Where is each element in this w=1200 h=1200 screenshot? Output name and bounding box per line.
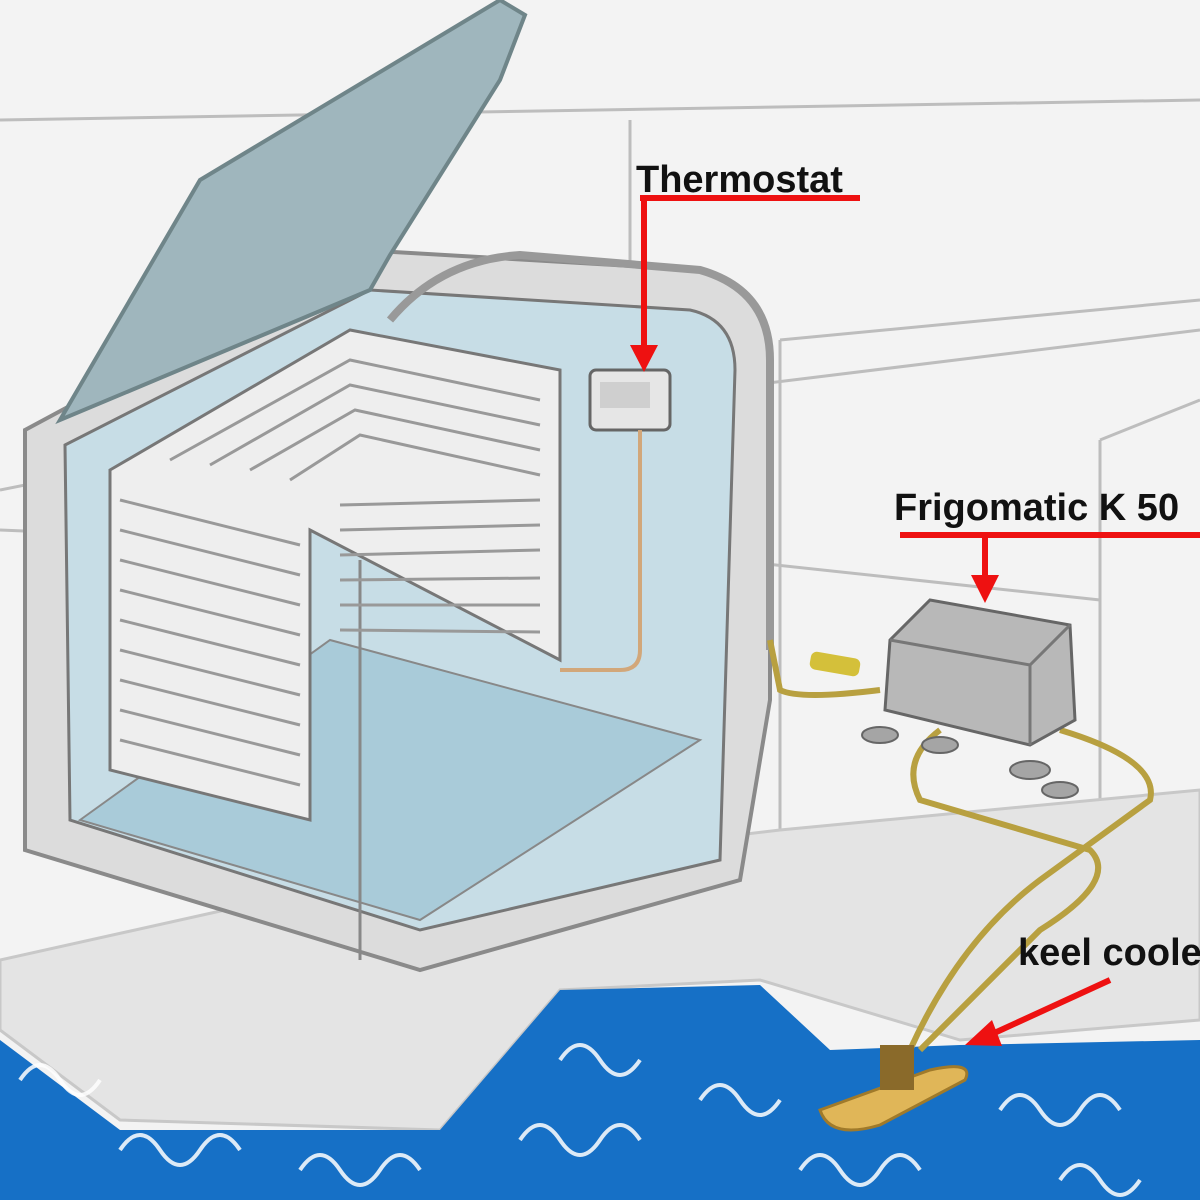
compressor-unit <box>861 598 1079 799</box>
keel-cooler-label: keel coole <box>1018 932 1200 974</box>
capillary-tube <box>560 430 642 672</box>
thermostat-unit <box>588 368 672 432</box>
compressor-label: Frigomatic K 50 <box>894 487 1179 529</box>
evaporator <box>108 328 562 822</box>
coupling <box>809 651 861 677</box>
label-pointers <box>630 195 1200 1046</box>
icebox <box>23 0 774 973</box>
coolant-tubing <box>767 639 1154 1053</box>
icebox-lid <box>55 0 528 425</box>
sea-water <box>0 985 1200 1200</box>
refrigerant-line <box>386 250 774 650</box>
keel-cooler <box>818 1045 969 1132</box>
thermostat-label: Thermostat <box>636 159 843 201</box>
